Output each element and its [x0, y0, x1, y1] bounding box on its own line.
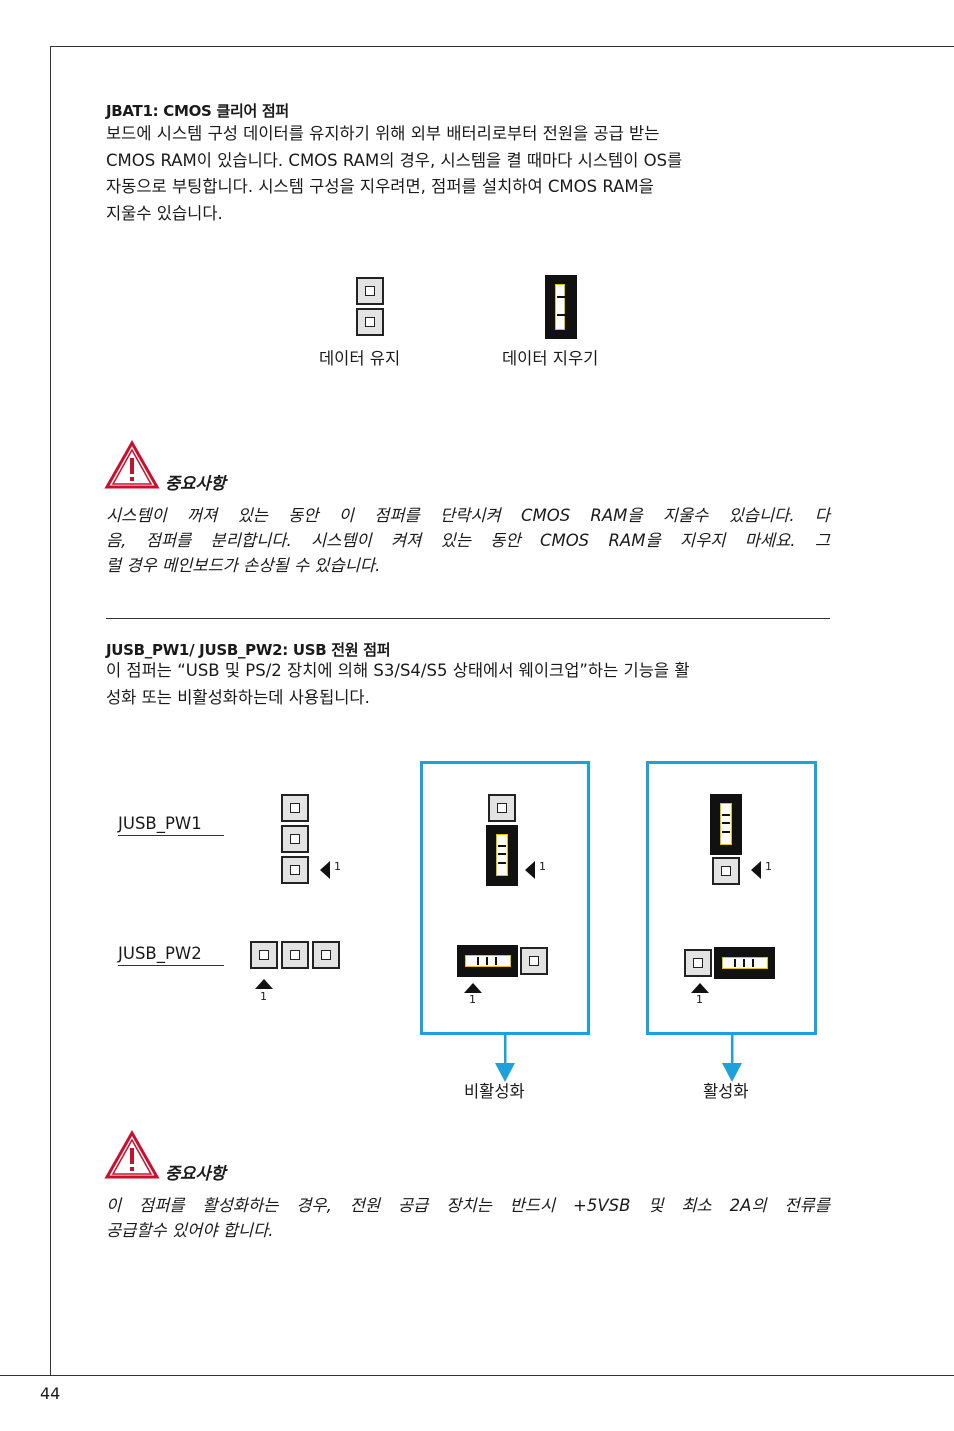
jumper-cap-slot — [498, 845, 506, 847]
pin1-marker: 1 — [260, 990, 267, 1003]
jumper-cap-contact — [496, 834, 508, 876]
note1-line: 시스템이 꺼져 있는 동안 이 점퍼를 단락시켜 CMOS RAM을 지울수 있… — [106, 506, 830, 525]
jumper-cap-contact — [465, 955, 511, 967]
jumper-pin — [281, 856, 309, 884]
jusb-pw2-label: JUSB_PW2 — [118, 944, 224, 966]
jumper-cap-contact — [555, 284, 565, 330]
note2-line: 이 점퍼를 활성화하는 경우, 전원 공급 장치는 반드시 +5VSB 및 최소… — [106, 1196, 830, 1215]
keep-data-label: 데이터 유지 — [319, 349, 401, 368]
jumper-pin — [684, 949, 712, 977]
jumper-cap-slot — [498, 862, 506, 864]
jusb-heading: JUSB_PW1/ JUSB_PW2: USB 전원 점퍼 — [106, 641, 391, 659]
jbat1-body-line: 자동으로 부팅합니다. 시스템 구성을 지우려면, 점퍼를 설치하여 CMOS … — [106, 177, 654, 196]
jumper-pin — [250, 941, 278, 969]
note2-title: 중요사항 — [165, 1164, 226, 1183]
pin1-arrow-icon — [525, 861, 535, 879]
jumper-pin — [281, 794, 309, 822]
jbat1-heading: JBAT1: CMOS 클리어 점퍼 — [106, 102, 289, 120]
jumper-pin — [281, 825, 309, 853]
jumper-cap-slot — [477, 957, 479, 965]
jumper-cap-slot — [722, 822, 730, 824]
enable-setting-box — [646, 761, 817, 1035]
warning-icon — [104, 1130, 160, 1179]
note2-body: 이 점퍼를 활성화하는 경우, 전원 공급 장치는 반드시 +5VSB 및 최소… — [106, 1193, 830, 1243]
pin1-arrow-icon — [320, 861, 330, 879]
page-number: 44 — [40, 1384, 61, 1403]
down-arrow-icon — [495, 1035, 515, 1082]
jumper-pin — [488, 794, 516, 822]
jumper-pin — [312, 941, 340, 969]
jumper-cap-slot — [486, 957, 488, 965]
jumper-cap-slot — [752, 959, 754, 967]
enable-label: 활성화 — [703, 1082, 749, 1101]
jusb-body: 이 점퍼는 “USB 및 PS/2 장치에 의해 S3/S4/S5 상태에서 웨… — [106, 658, 830, 711]
pin1-arrow-icon — [691, 983, 709, 993]
jusb-pw1-label: JUSB_PW1 — [118, 814, 224, 836]
jumper-cap-slot — [498, 853, 506, 855]
note1-line: 음, 점퍼를 분리합니다. 시스템이 켜져 있는 동안 CMOS RAM을 지우… — [106, 531, 830, 550]
jbat1-body-line: 보드에 시스템 구성 데이터를 유지하기 위해 외부 배터리로부터 전원을 공급… — [106, 124, 660, 143]
jumper-pin — [520, 947, 548, 975]
page-frame-bottom — [0, 1375, 954, 1376]
warning-icon — [104, 440, 160, 489]
jumper-pin — [356, 277, 384, 305]
page-frame-top — [50, 46, 954, 47]
jumper-pin — [281, 941, 309, 969]
jumper-cap-slot — [557, 296, 565, 298]
jbat1-body: 보드에 시스템 구성 데이터를 유지하기 위해 외부 배터리로부터 전원을 공급… — [106, 121, 830, 227]
pin1-marker: 1 — [539, 860, 546, 873]
pin1-arrow-icon — [751, 861, 761, 879]
pin1-marker: 1 — [469, 993, 476, 1006]
pin1-marker: 1 — [765, 860, 772, 873]
note1-title: 중요사항 — [165, 474, 226, 493]
jusb-body-line: 성화 또는 비활성화하는데 사용됩니다. — [106, 687, 370, 707]
pin1-marker: 1 — [334, 860, 341, 873]
disable-label: 비활성화 — [464, 1082, 525, 1101]
jumper-pin — [356, 308, 384, 336]
note1-body: 시스템이 꺼져 있는 동안 이 점퍼를 단락시켜 CMOS RAM을 지울수 있… — [106, 503, 830, 578]
page-frame-left — [50, 46, 51, 1376]
jumper-cap-slot — [734, 959, 736, 967]
pin1-arrow-icon — [464, 983, 482, 993]
note2-line: 공급할수 있어야 합니다. — [106, 1221, 274, 1240]
jumper-pin — [712, 857, 740, 885]
jumper-cap-slot — [722, 814, 730, 816]
clear-data-label: 데이터 지우기 — [502, 349, 599, 368]
jumper-cap-contact — [720, 803, 732, 845]
jbat1-body-line: 지울수 있습니다. — [106, 203, 223, 223]
jumper-cap-slot — [557, 314, 565, 316]
jumper-cap-slot — [743, 959, 745, 967]
down-arrow-icon — [722, 1035, 742, 1082]
pin1-marker: 1 — [696, 993, 703, 1006]
pin1-arrow-icon — [255, 979, 273, 989]
jumper-cap-slot — [722, 831, 730, 833]
jumper-cap-slot — [495, 957, 497, 965]
jusb-body-line: 이 점퍼는 “USB 및 PS/2 장치에 의해 S3/S4/S5 상태에서 웨… — [106, 661, 690, 680]
jumper-cap-contact — [722, 957, 768, 969]
jbat1-body-line: CMOS RAM이 있습니다. CMOS RAM의 경우, 시스템을 켤 때마다… — [106, 150, 683, 170]
section-divider — [106, 618, 830, 619]
disable-setting-box — [420, 761, 590, 1035]
note1-line: 럴 경우 메인보드가 손상될 수 있습니다. — [106, 556, 381, 575]
